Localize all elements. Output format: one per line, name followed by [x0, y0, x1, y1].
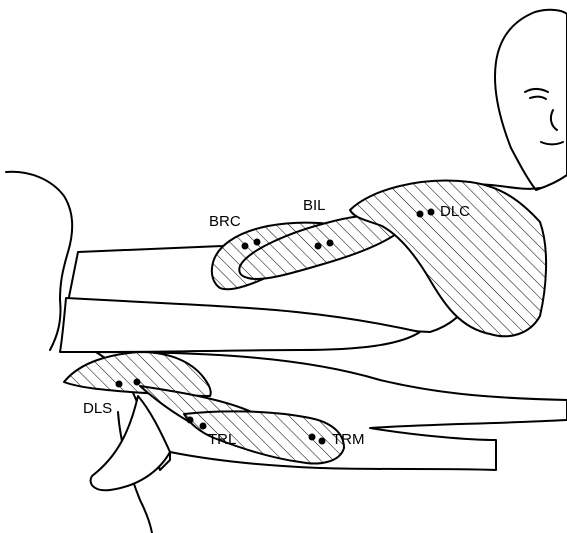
electrode	[327, 240, 334, 247]
electrode	[242, 243, 249, 250]
label-brc: BRC	[209, 213, 241, 230]
electrode	[309, 434, 316, 441]
electrode	[116, 381, 123, 388]
right-head-outline	[495, 10, 567, 190]
electrode	[187, 417, 194, 424]
electrode	[319, 438, 326, 445]
label-trm: TRM	[332, 431, 365, 448]
left-head-outline	[6, 172, 72, 300]
label-bil: BIL	[303, 197, 326, 214]
electrode	[134, 379, 141, 386]
label-trl: TRL	[208, 431, 236, 448]
electrode	[428, 209, 435, 216]
electrode	[417, 211, 424, 218]
electrode	[315, 243, 322, 250]
label-dlc: DLC	[440, 203, 470, 220]
electrode	[254, 239, 261, 246]
electrode	[200, 423, 207, 430]
label-dls: DLS	[83, 400, 112, 417]
